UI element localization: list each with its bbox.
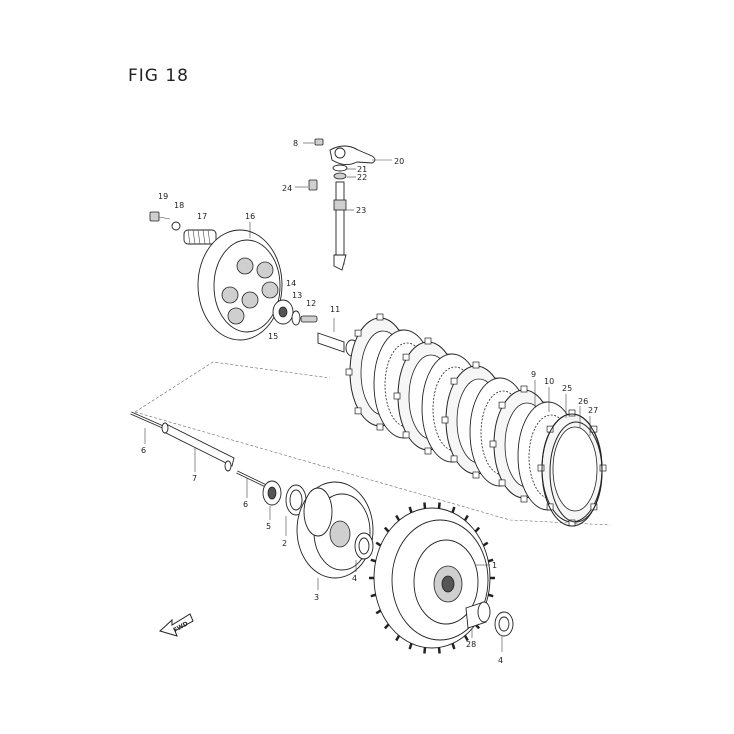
plate-tab bbox=[498, 401, 506, 409]
plate-tab bbox=[472, 471, 480, 479]
plate-tab bbox=[354, 407, 362, 415]
callout-19: 19 bbox=[158, 192, 168, 201]
callout-25: 25 bbox=[562, 384, 572, 393]
plate-tab bbox=[345, 368, 353, 376]
gear-tooth bbox=[437, 647, 441, 654]
plate-tab bbox=[424, 447, 432, 455]
callout-20: 20 bbox=[394, 157, 404, 166]
plate-tab bbox=[472, 361, 480, 369]
clutch-plate-stack bbox=[345, 313, 607, 527]
callout-5: 5 bbox=[266, 522, 271, 531]
callout-3: 3 bbox=[314, 593, 319, 602]
gear-tooth bbox=[451, 643, 456, 650]
callout-24: 24 bbox=[282, 184, 292, 193]
plate-tab bbox=[402, 431, 410, 439]
plate-tab bbox=[354, 329, 362, 337]
gear-tooth bbox=[383, 623, 390, 630]
fwd-label: FWD bbox=[172, 620, 189, 634]
callout-1: 1 bbox=[492, 561, 497, 570]
gear-tooth bbox=[463, 514, 469, 522]
callout-23: 23 bbox=[356, 206, 366, 215]
plate-tab bbox=[450, 455, 458, 463]
gear-tooth bbox=[408, 506, 413, 513]
gear-tooth bbox=[474, 526, 481, 533]
plate-tab bbox=[599, 464, 607, 472]
gear-tooth bbox=[487, 558, 494, 563]
callout-28: 28 bbox=[466, 640, 476, 649]
gear-tooth bbox=[408, 643, 413, 650]
gear-tooth bbox=[451, 506, 456, 513]
gear-tooth bbox=[423, 647, 427, 654]
plate-tab bbox=[568, 409, 576, 417]
callout-8: 8 bbox=[293, 139, 298, 148]
plate-tab bbox=[441, 416, 449, 424]
callout-11: 11 bbox=[330, 305, 340, 314]
callout-7: 7 bbox=[192, 474, 197, 483]
callout-2: 2 bbox=[282, 539, 287, 548]
callout-14: 14 bbox=[286, 279, 296, 288]
callout-labels: 8 20 21 22 24 23 19 18 17 16 14 13 12 11… bbox=[141, 139, 598, 665]
plate-tab bbox=[537, 464, 545, 472]
callout-15: 15 bbox=[268, 332, 278, 341]
gear-tooth bbox=[423, 502, 427, 509]
plate-tab bbox=[376, 313, 384, 321]
pressure-plate-assembly bbox=[149, 211, 359, 357]
callout-22: 22 bbox=[357, 173, 367, 182]
figure-title: FIG 18 bbox=[128, 66, 190, 86]
callout-27: 27 bbox=[588, 406, 598, 415]
push-rod-assembly bbox=[130, 411, 267, 498]
callout-6-right: 6 bbox=[243, 500, 248, 509]
plate-tab bbox=[520, 385, 528, 393]
gear-tooth bbox=[370, 593, 377, 598]
callout-26: 26 bbox=[578, 397, 588, 406]
callout-4-center: 4 bbox=[352, 574, 357, 583]
gear-tooth bbox=[482, 541, 489, 547]
callout-18: 18 bbox=[174, 201, 184, 210]
gear-tooth bbox=[375, 541, 382, 547]
callout-17: 17 bbox=[197, 212, 207, 221]
gear-tooth bbox=[395, 634, 401, 642]
plate-inner-ring bbox=[552, 426, 598, 512]
plate-tab bbox=[450, 377, 458, 385]
forward-direction-arrow: FWD bbox=[159, 613, 194, 637]
callout-10: 10 bbox=[544, 377, 554, 386]
callout-13: 13 bbox=[292, 291, 302, 300]
plate-tab bbox=[520, 495, 528, 503]
callout-21: 21 bbox=[357, 165, 367, 174]
gear-tooth bbox=[383, 526, 390, 533]
clutch-outer-basket bbox=[369, 502, 514, 654]
callout-12: 12 bbox=[306, 299, 316, 308]
gear-tooth bbox=[463, 634, 469, 642]
callout-9: 9 bbox=[531, 370, 536, 379]
gear-tooth bbox=[375, 609, 382, 615]
plate-tab bbox=[424, 337, 432, 345]
gear-tooth bbox=[437, 502, 441, 509]
plate-tab bbox=[393, 392, 401, 400]
callout-16: 16 bbox=[245, 212, 255, 221]
end-ring bbox=[549, 421, 603, 523]
plate-tab bbox=[590, 503, 598, 511]
plate-tab bbox=[489, 440, 497, 448]
callout-4-right: 4 bbox=[498, 656, 503, 665]
plate-tab bbox=[498, 479, 506, 487]
plate-tab bbox=[376, 423, 384, 431]
gear-tooth bbox=[370, 558, 377, 563]
release-lever-assembly bbox=[295, 138, 392, 271]
plate-leader-lines bbox=[534, 380, 591, 436]
plate-tab bbox=[402, 353, 410, 361]
callout-6-left: 6 bbox=[141, 446, 146, 455]
gear-tooth bbox=[487, 593, 494, 598]
assembly-outline bbox=[134, 361, 611, 526]
clutch-center-hub bbox=[296, 481, 374, 590]
gear-tooth bbox=[395, 514, 401, 522]
plate-tab bbox=[546, 503, 554, 511]
